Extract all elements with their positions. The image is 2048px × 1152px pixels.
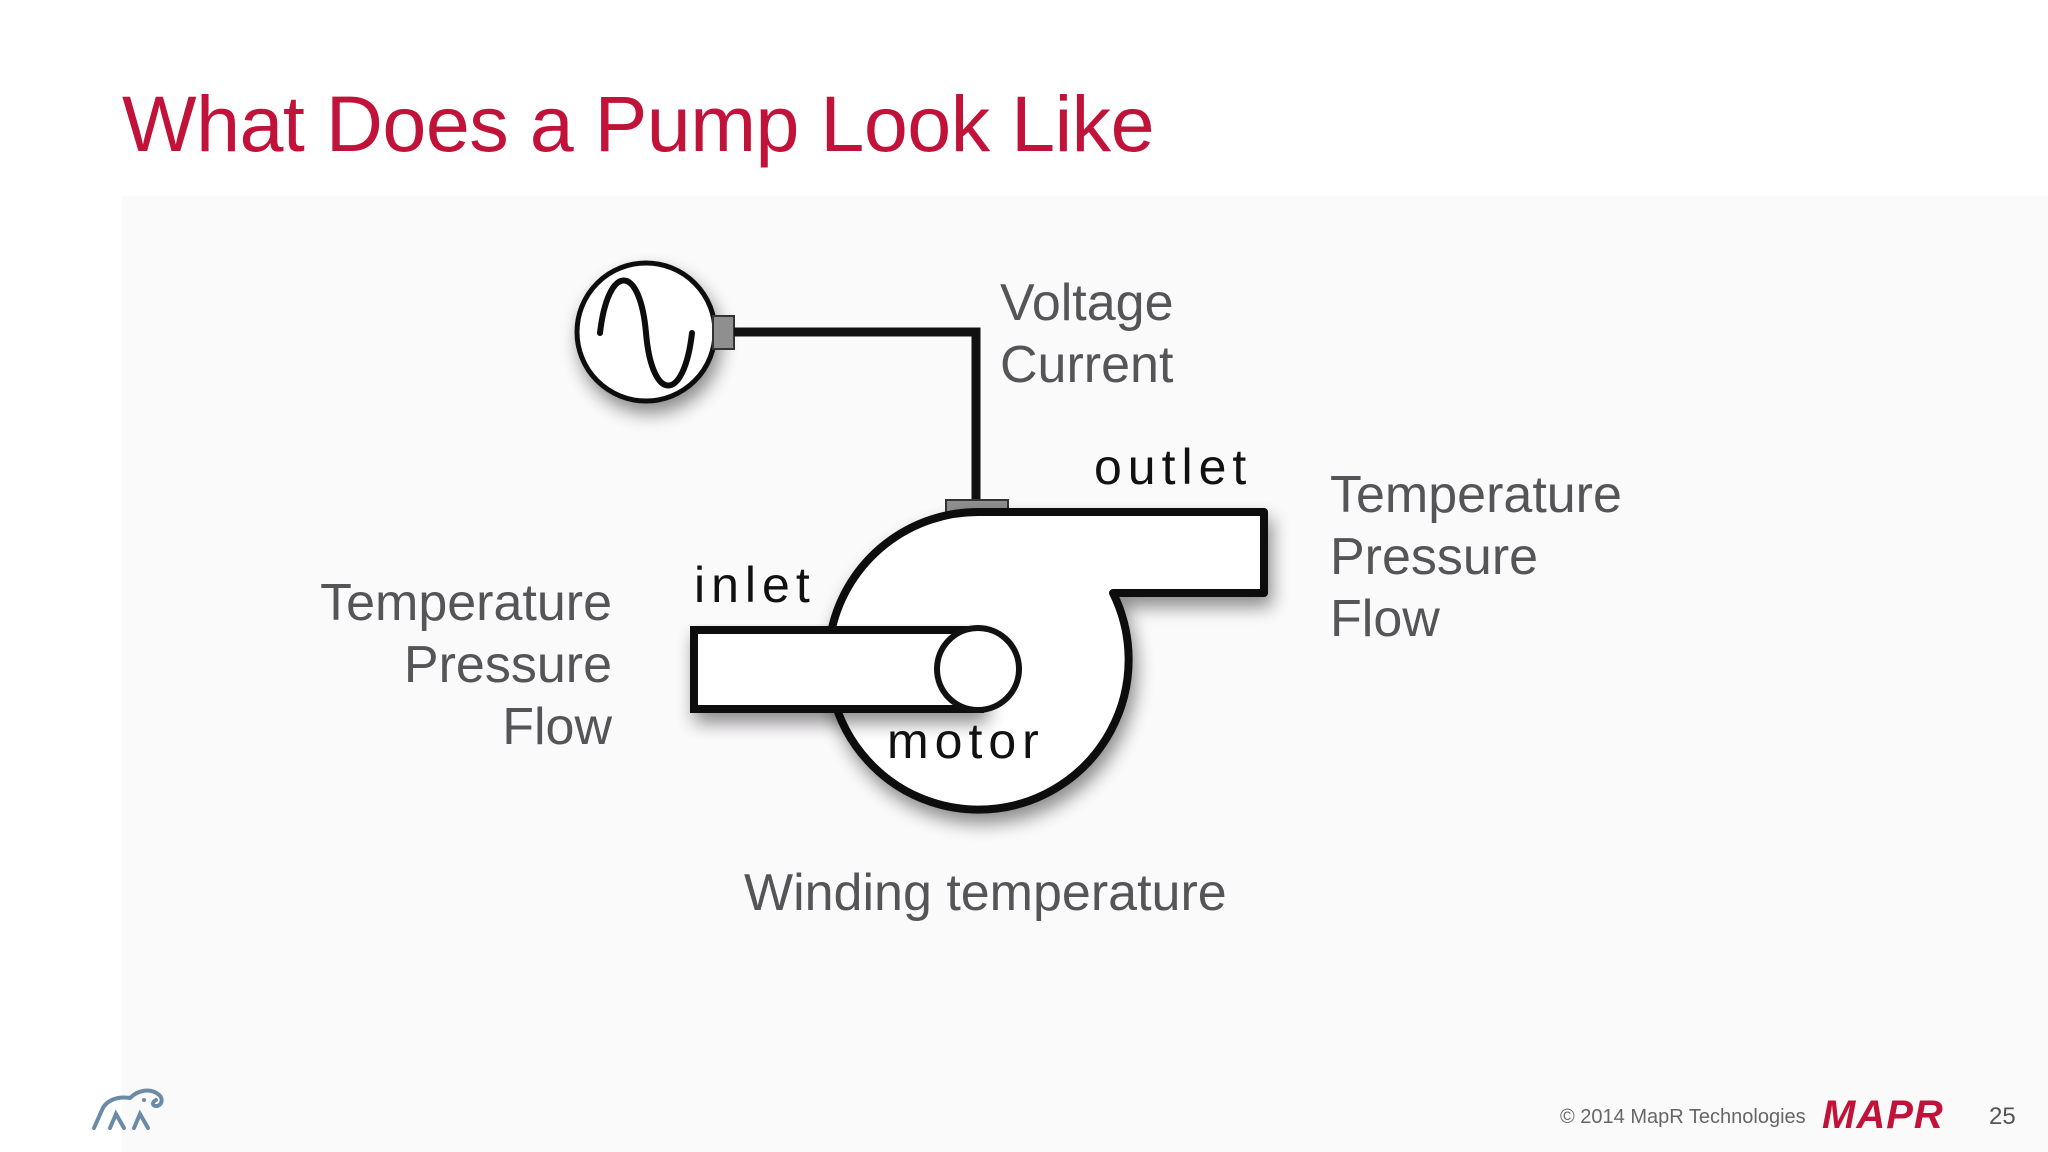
outlet-label: outlet <box>1094 439 1253 495</box>
pump-body <box>824 507 1268 814</box>
power-wire <box>734 327 981 502</box>
inlet-label-pressure: Pressure <box>403 636 612 694</box>
inlet-label: inlet <box>694 557 816 613</box>
outlet-labels: Temperature Pressure Flow <box>1330 464 1622 650</box>
copyright: © 2014 MapR Technologies <box>1560 1106 1806 1128</box>
label-current: Current <box>1000 336 1174 394</box>
winding-temperature-label: Winding temperature <box>744 864 1227 922</box>
label-voltage: Voltage <box>1000 274 1174 332</box>
inlet-label-flow: Flow <box>502 698 612 756</box>
source-labels: Voltage Current <box>1000 272 1174 396</box>
source-terminal <box>712 315 735 350</box>
inlet-label-temperature: Temperature <box>320 574 612 632</box>
elephant-logo-icon <box>92 1088 164 1130</box>
outlet-label-flow: Flow <box>1330 590 1440 648</box>
outlet-label-pressure: Pressure <box>1330 528 1539 586</box>
motor-shaft <box>934 625 1022 713</box>
motor-label: motor <box>887 713 1045 769</box>
ac-source-icon <box>574 260 718 404</box>
page-title: What Does a Pump Look Like <box>122 79 1155 168</box>
page-number: 25 <box>1989 1103 2016 1130</box>
inlet-labels: Temperature Pressure Flow <box>300 572 612 758</box>
brand-logo: MAPR <box>1822 1093 1944 1137</box>
outlet-label-temperature: Temperature <box>1330 466 1622 524</box>
